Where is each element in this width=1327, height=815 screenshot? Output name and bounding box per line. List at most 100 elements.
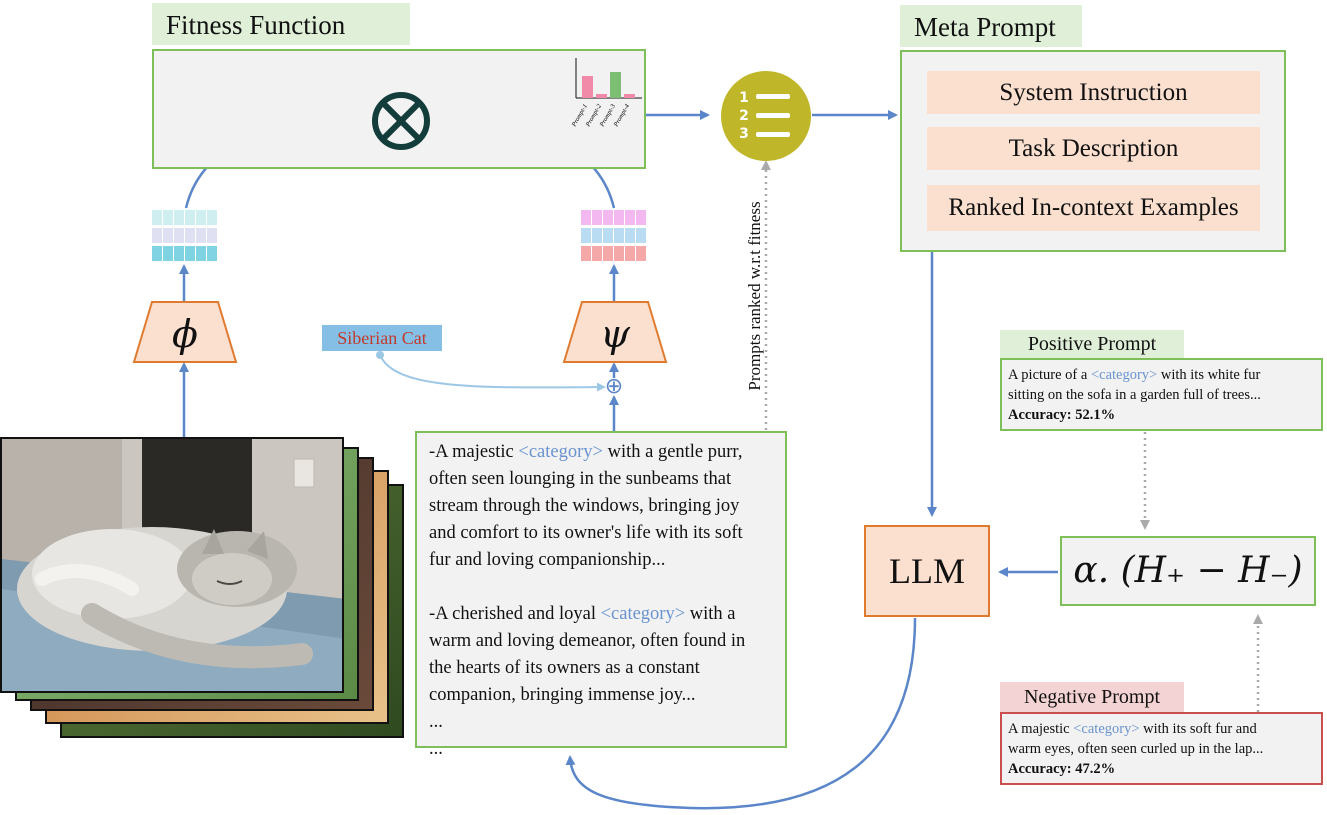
svg-text:1: 1 [739,90,749,106]
fitness-title: Fitness Function [152,3,410,45]
text-embedding-cell [592,246,603,261]
image-embedding-cell [196,228,207,243]
ellipsis-1: ... [429,712,443,732]
ranking-label: Prompts ranked w.r.t fitness [745,201,764,391]
positive-prefix: A picture of a [1008,367,1091,383]
negative-suffix: with its soft fur and [1139,721,1257,737]
prompt-2-category: <category> [600,604,686,624]
prompt-2-prefix: -A cherished and loyal [429,604,601,624]
prompt-1-line-5: fur and loving companionship... [429,550,666,570]
class-label: Siberian Cat [322,325,442,351]
svg-text:3: 3 [739,126,749,142]
text-embedding-cell [625,228,636,243]
text-embedding-cell [581,210,592,225]
prompt-2: -A cherished and loyal <category> with a… [429,601,775,709]
llm-box: LLM [864,525,990,617]
prompt-2-line-2: warm and loving demeanor, often found in [429,631,746,651]
negative-line-2: warm eyes, often seen curled up in the l… [1008,741,1264,757]
text-embedding-cell [636,246,647,261]
text-embedding-cell [636,210,647,225]
svg-text:ψ: ψ [600,312,631,356]
text-embedding-cell [603,246,614,261]
ranked-examples-item: Ranked In-context Examples [927,185,1260,231]
text-embedding-cell [614,228,625,243]
positive-category: <category> [1090,367,1158,383]
prompt-1-line-4: and comfort to its owner's life with its… [429,523,743,543]
text-embedding-cell [636,228,647,243]
image-embedding-cell [152,246,163,261]
image-embedding-cell [185,210,196,225]
text-embedding-cell [614,210,625,225]
positive-prompt-box: A picture of a <category> with its white… [1000,358,1323,431]
text-embedding-cell [614,246,625,261]
label-anchor-dot [376,351,384,359]
image-embedding-cell [196,210,207,225]
negative-accuracy: Accuracy: 47.2% [1008,761,1116,777]
image-embedding-cell [207,246,218,261]
image-embedding-cell [207,228,218,243]
otimes-icon [372,92,430,150]
image-embedding [152,210,218,262]
prompt-2-line-4: companion, bringing immense joy... [429,685,696,705]
negative-category: <category> [1073,721,1140,737]
prompt-1-line-3: stream through the windows, bringing joy [429,496,740,516]
positive-accuracy: Accuracy: 52.1% [1008,407,1116,423]
image-embedding-cell [163,228,174,243]
image-embedding-cell [152,228,163,243]
image-embedding-cell [196,246,207,261]
text-embedding-cell [581,246,592,261]
prompt-1: -A majestic <category> with a gentle pur… [429,439,775,574]
task-description-item: Task Description [927,127,1260,170]
image-embedding-cell [185,246,196,261]
prompt-1-category: <category> [518,442,603,462]
prompt-2-line-1: with a [685,604,736,624]
contrast-formula: α. (H₊ − H₋) [1060,536,1316,606]
image-encoder-phi: ϕ [132,301,238,363]
image-embedding-cell [152,210,163,225]
image-embedding-cell [174,210,185,225]
text-embedding-cell [581,228,592,243]
system-instruction-item: System Instruction [927,71,1260,114]
positive-prompt-title: Positive Prompt [1000,330,1184,358]
meta-prompt-title: Meta Prompt [900,5,1082,47]
cat-photo [0,437,344,693]
text-embedding-cell [625,246,636,261]
prompt-2-line-3: the hearts of its owners as a constant [429,658,700,678]
mini-chart-bar [582,76,593,98]
text-embedding-cell [603,210,614,225]
arrow-llm-to-box [565,617,917,810]
image-embedding-cell [207,210,218,225]
plus-icon: ⊕ [604,374,624,399]
ranked-list-icon: 1 2 3 [721,71,811,161]
image-embedding-cell [174,228,185,243]
text-embedding-cell [592,228,603,243]
text-embedding-cell [625,210,636,225]
ellipsis-2: ... [429,739,443,759]
text-embedding-cell [592,210,603,225]
generated-prompts-box: -A majestic <category> with a gentle pur… [415,431,787,759]
cat-photo-illustration [2,439,342,691]
image-embedding-cell [174,246,185,261]
positive-line-2: sitting on the sofa in a garden full of … [1008,387,1261,403]
svg-text:2: 2 [739,108,749,124]
text-embedding-cell [603,228,614,243]
text-encoder-psi: ψ [562,301,668,363]
mini-chart-bar [596,94,607,98]
image-embedding-cell [163,246,174,261]
text-embedding [581,210,647,262]
negative-prompt-box: A majestic <category> with its soft fur … [1000,712,1323,785]
positive-suffix: with its white fur [1157,367,1261,383]
prompt-1-prefix: -A majestic [429,442,519,462]
svg-text:ϕ: ϕ [172,312,198,356]
negative-prompt-title: Negative Prompt [1000,682,1184,712]
image-embedding-cell [185,228,196,243]
mini-chart-bar [610,72,621,98]
prompt-1-line-2: often seen lounging in the sunbeams that [429,469,732,489]
mini-chart-bar [624,94,635,98]
prompt-1-line-1: with a gentle purr, [602,442,743,462]
image-embedding-cell [163,210,174,225]
arrow-label-to-plus [379,354,606,392]
negative-prefix: A majestic [1008,721,1074,737]
